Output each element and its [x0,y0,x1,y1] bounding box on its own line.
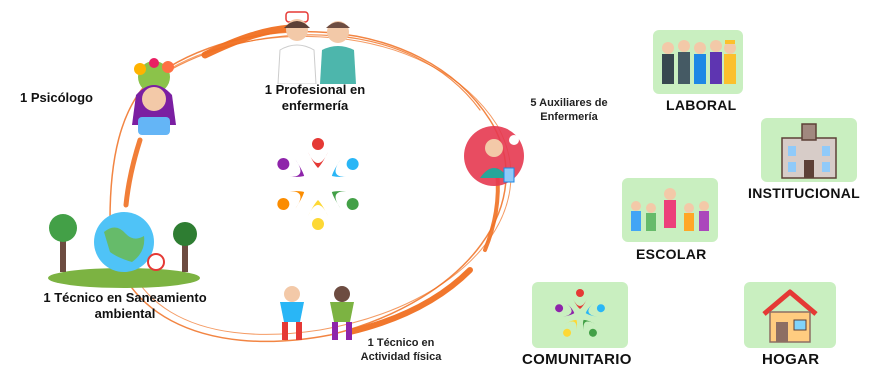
label-comunitario: COMUNITARIO [522,351,632,368]
label-institucional: INSTITUCIONAL [748,185,861,201]
label-laboral: LABORAL [666,97,737,113]
students-icon [631,188,709,231]
environment-globe-illustration [48,212,200,288]
house-icon [762,289,818,343]
label-tecnico-actividad: 1 Técnico en Actividad física [360,337,442,363]
label-hogar: HOGAR [762,351,820,368]
workers-icon [662,40,736,84]
health-worker-illustration [464,126,524,186]
label-psicologo: 1 Psicólogo [20,90,93,105]
label-escolar: ESCOLAR [636,246,707,262]
label-tecnico-saneamiento: 1 Técnico en Saneamiento ambiental [43,290,207,321]
people-together-icon [555,289,605,337]
community-logo-icon [277,138,359,230]
psychologist-illustration [132,58,176,135]
nurses-illustration [277,11,356,84]
exercise-illustration [280,286,354,340]
label-profesional-enfermeria: 1 Profesional en enfermería [264,82,366,113]
institution-building-icon [781,123,837,179]
label-auxiliares: 5 Auxiliares de Enfermería [530,97,608,123]
